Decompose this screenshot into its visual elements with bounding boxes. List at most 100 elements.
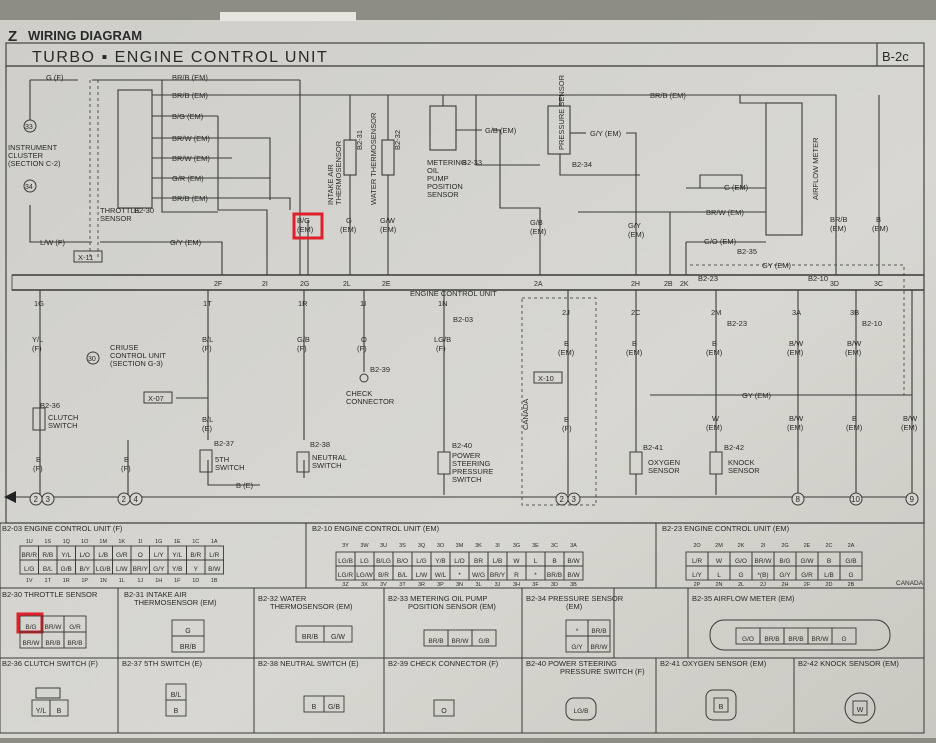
connector-pin-number: 3C (551, 543, 558, 549)
connector-pin-label: BR/B (45, 640, 60, 647)
pin-1g: 1G (34, 299, 44, 308)
bw-1: B/W (789, 339, 804, 348)
connector-grid (0, 522, 925, 734)
connector-pin-label: O (138, 552, 143, 559)
ecu-top-b-2: (EM) (872, 224, 889, 233)
connector-pin-number: 1T (45, 578, 52, 584)
yl-1: Y/L (32, 335, 43, 344)
pin-1r: 1R (298, 299, 308, 308)
connector-pin-number: 2C (825, 543, 832, 549)
b2-23-title: B2-23 ENGINE CONTROL UNIT (EM) (662, 524, 790, 533)
connector-pin-number: 1Q (63, 539, 71, 545)
x07-label: X-07 (148, 394, 164, 403)
connector-pin-label: L/Y (154, 552, 164, 559)
connector-pin-number: 3I (495, 543, 500, 549)
b2-42-housing (844, 692, 876, 724)
connector-pin-number: 1N (100, 578, 107, 584)
bl-e-1: B/L (202, 415, 213, 424)
x07-box (143, 391, 173, 404)
connector-pin-number: 1S (44, 539, 51, 545)
fifth-switch-symbol (199, 449, 213, 473)
connector-pin-label: L/Y (692, 572, 702, 579)
oxygen-sensor-symbol (629, 451, 643, 475)
metering-2: OIL (427, 166, 439, 175)
connector-pin-label: BR/W (755, 558, 773, 565)
connector-pin-label: B (174, 708, 179, 715)
connector-pin-label: L/R (692, 558, 702, 565)
pin-2l: 2L (343, 281, 351, 288)
connector-pin-label: LG/R (338, 572, 353, 579)
connector-pin-number: 3M (456, 543, 464, 549)
ground-circle (905, 492, 919, 506)
power-steering-1: POWER (452, 451, 481, 460)
ecu-top-brb-2: (EM) (830, 224, 847, 233)
connector-pin-number: 1O (81, 539, 89, 545)
ecu-label: ENGINE CONTROL UNIT (410, 289, 497, 298)
connector-pin-label: B/R (190, 552, 201, 559)
connector-pin-label: * (458, 572, 461, 579)
pressure-sensor-label: PRESSURE SENSOR (557, 74, 566, 150)
connector-pin-label: B/L (43, 566, 53, 573)
b-em-1: B (564, 339, 569, 348)
connector-pin-label: G (841, 636, 846, 643)
connector-cell (713, 697, 729, 713)
b2-35-label: B2-35 (737, 247, 757, 256)
connector-pin-label: LG/B (338, 558, 353, 565)
pin-2e: 2E (382, 281, 391, 288)
connector-pin-label: LG (360, 558, 369, 565)
ground-label: 4 (134, 495, 139, 504)
b2-42-title: B2-42 KNOCK SENSOR (EM) (798, 659, 899, 668)
bw4-1: B/W (903, 414, 918, 423)
connector-pin-label: L/B (824, 572, 834, 579)
wire-brw-em-right: BR/W (EM) (706, 208, 744, 217)
connector-pin-label: BR/W (591, 644, 609, 651)
connector-pin-number: 1U (26, 539, 33, 545)
connector-pin-number: 3G (513, 543, 520, 549)
wire-brb-em-2: BR/B (EM) (172, 91, 208, 100)
ref-30-circle (86, 351, 100, 365)
connector-pin-number: 3V (380, 582, 387, 588)
connector-pin-label: B (719, 704, 724, 711)
b2-39-title: B2-39 CHECK CONNECTOR (F) (388, 659, 499, 668)
connector-pin-label: W/L (435, 572, 447, 579)
fifth-2: SWITCH (215, 463, 245, 472)
intake-air-2: THERMOSENSOR (334, 140, 343, 205)
ref-circles: 33 34 30 (23, 119, 100, 365)
bl-2: (F) (202, 344, 212, 353)
highlight-bg-em (292, 212, 324, 240)
cruise-2: CONTROL UNIT (110, 351, 166, 360)
connector-pin-number: 1A (211, 539, 218, 545)
bw2-2: (EM) (845, 348, 862, 357)
connector-cell (563, 565, 584, 581)
bw3-1: B/W (789, 414, 804, 423)
throttle-conn: B2-30 (134, 206, 154, 215)
connector-pin-label: B (552, 558, 556, 565)
connector-pin-label: BR/B (591, 628, 606, 635)
connector-pin-label: B/G (779, 558, 790, 565)
ref-33-circle (23, 119, 37, 133)
connector-pin-label: B/W (567, 558, 580, 565)
connector-pin-label: L/G (416, 558, 426, 565)
ecu-top-bg-1: B/G (297, 216, 310, 225)
ground-circle (129, 492, 143, 506)
ground-circle (791, 492, 805, 506)
o-2: (F) (357, 344, 367, 353)
ecu-body (11, 274, 925, 291)
ground-label: 2 (34, 495, 39, 504)
power-steering-4: SWITCH (452, 475, 482, 484)
metering-3: PUMP (427, 174, 449, 183)
connector-pin-label: Y (194, 566, 199, 573)
ecu-top-b2-10: B2-10 (808, 274, 828, 283)
connector-pin-label: B/L (398, 572, 408, 579)
wire-gr-em: G/R (EM) (172, 174, 204, 183)
connector-pin-number: 1P (81, 578, 88, 584)
ecu-top-b-1: B (876, 215, 881, 224)
b2-41-housing (705, 689, 737, 721)
connector-cell (839, 565, 863, 581)
b2-37-title: B2-37 5TH SWITCH (E) (122, 659, 203, 668)
switch-symbols (32, 373, 723, 475)
connector-pin-label: BR/W (45, 624, 63, 631)
instrument-cluster-3: (SECTION C-2) (8, 159, 61, 168)
ground-circle (41, 492, 55, 506)
